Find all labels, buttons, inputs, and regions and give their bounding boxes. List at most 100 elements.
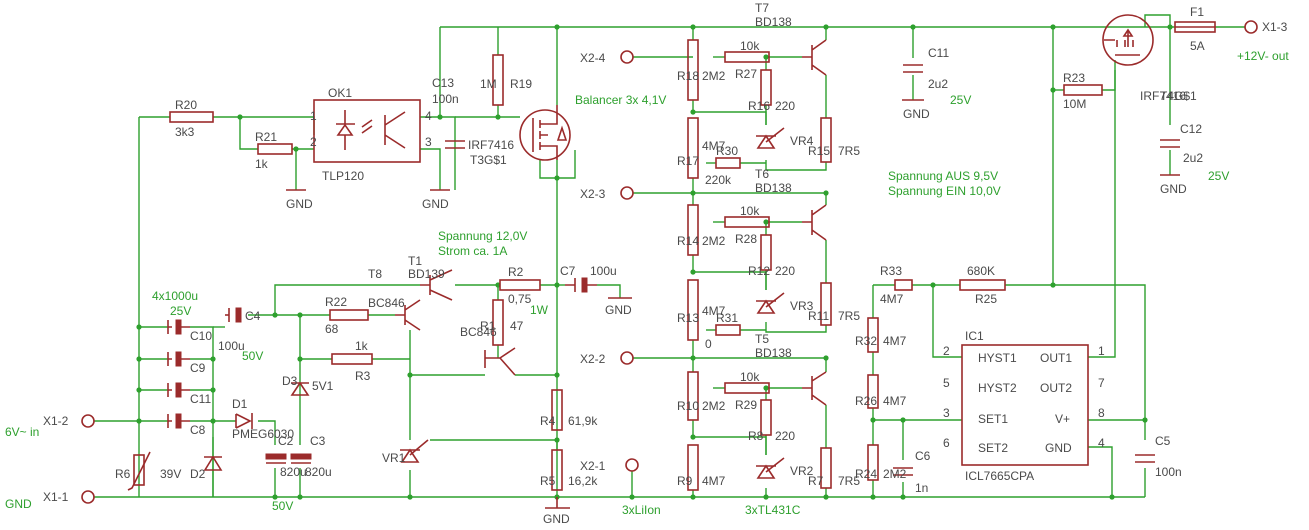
- r31-value: 0: [705, 337, 712, 351]
- r9-name: R9: [677, 474, 693, 488]
- label-x2-4: X2-4: [580, 51, 606, 65]
- r29-value: 10k: [740, 370, 760, 384]
- r20-name: R20: [175, 98, 197, 112]
- r24-value: 2M2: [883, 467, 907, 481]
- label-x2-3: X2-3: [580, 187, 606, 201]
- t8-name: T8: [368, 267, 382, 281]
- c4-value: 100u: [218, 339, 245, 353]
- r5-value: 16,2k: [568, 474, 598, 488]
- connector-pins: [81, 20, 1258, 504]
- r6-name: R6: [115, 467, 131, 481]
- r32-name: R32: [855, 334, 877, 348]
- pin-gnd: GND: [1045, 441, 1072, 455]
- label-x1-3: X1-3: [1262, 20, 1288, 34]
- d2-name: D2: [190, 467, 206, 481]
- r32-value: 4M7: [883, 334, 907, 348]
- optocoupler-ok1: [313, 99, 421, 163]
- r8-value: 220: [775, 429, 795, 443]
- r16-value: 220: [775, 99, 795, 113]
- label-gnd-left: GND: [5, 497, 32, 511]
- c12-name: C12: [1180, 122, 1202, 136]
- r25-name: R25: [975, 292, 997, 306]
- ok1-pin3: 3: [425, 135, 432, 149]
- ic1-name: IC1: [965, 329, 984, 343]
- transistors: [395, 39, 827, 406]
- c4-name: C4: [245, 309, 261, 323]
- r16-name: R16: [748, 99, 770, 113]
- gnd-ok1: GND: [286, 197, 313, 211]
- r15-name: R15: [808, 144, 830, 158]
- note-spannung12: Spannung 12,0V: [438, 229, 527, 243]
- c2-name: C2: [278, 434, 294, 448]
- note-c11-v: 25V: [950, 93, 971, 107]
- gnd-r5: GND: [543, 512, 570, 526]
- r30-name: R30: [716, 144, 738, 158]
- r18-value: 2M2: [702, 69, 726, 83]
- r10-name: R10: [677, 399, 699, 413]
- note-tl431: 3xTL431C: [745, 503, 801, 517]
- d3-value: 5V1: [312, 379, 334, 393]
- ok1-pin4: 4: [425, 109, 432, 123]
- label-ac-in: 6V~ in: [5, 425, 39, 439]
- c6-name: C6: [915, 449, 931, 463]
- label-x2-1: X2-1: [580, 459, 606, 473]
- r33-name: R33: [880, 264, 902, 278]
- r30-value: 220k: [705, 173, 732, 187]
- t1-value: BD139: [408, 267, 445, 281]
- r7-name: R7: [808, 474, 824, 488]
- vr4-name: VR4: [790, 134, 814, 148]
- r28-value: 10k: [740, 204, 760, 218]
- r15-value: 7R5: [838, 144, 860, 158]
- pin-hyst2: HYST2: [978, 381, 1017, 395]
- pin-num-6: 6: [943, 436, 950, 450]
- r24-name: R24: [855, 467, 877, 481]
- label-x1-2: X1-2: [43, 414, 69, 428]
- r21-name: R21: [255, 130, 277, 144]
- vr3-name: VR3: [790, 299, 814, 313]
- junctions: [136, 24, 1173, 500]
- d3-name: D3: [282, 374, 298, 388]
- gnd-c11: GND: [903, 107, 930, 121]
- note-c12-v: 25V: [1208, 169, 1229, 183]
- pin-out1: OUT1: [1040, 351, 1072, 365]
- c6-value: 1n: [915, 481, 928, 495]
- pin-set1: SET1: [978, 412, 1008, 426]
- r22-value: 68: [325, 322, 339, 336]
- r23-name: R23: [1063, 71, 1085, 85]
- note-strom: Strom ca. 1A: [438, 244, 507, 258]
- c11c-name: C11: [190, 392, 211, 406]
- c7-name: C7: [560, 264, 576, 278]
- ground-symbols: [286, 99, 1180, 509]
- r3-name: R3: [355, 369, 371, 383]
- r20-value: 3k3: [175, 125, 195, 139]
- pin-vp: V+: [1055, 412, 1070, 426]
- ok1-name: OK1: [328, 86, 352, 100]
- r12-value: 220: [775, 264, 795, 278]
- c8-name: C8: [190, 423, 206, 437]
- q-mid-name: IRF7416: [468, 138, 514, 152]
- r18-name: R18: [677, 69, 699, 83]
- r4-value: 61,9k: [568, 414, 598, 428]
- t6-name: T6: [755, 167, 769, 181]
- r5-name: R5: [540, 474, 556, 488]
- r22-name: R22: [325, 295, 347, 309]
- r11-name: R11: [808, 309, 829, 323]
- r14-value: 2M2: [702, 234, 726, 248]
- pin-num-5: 5: [943, 376, 950, 390]
- note-c4-v: 50V: [242, 349, 263, 363]
- pin-set2: SET2: [978, 441, 1008, 455]
- note-ein: Spannung EIN 10,0V: [888, 184, 1001, 198]
- wires: [94, 14, 1245, 498]
- d2-value: 39V: [160, 467, 181, 481]
- r27-name: R27: [735, 67, 757, 81]
- pin-num-4: 4: [1098, 436, 1105, 450]
- pin-num-3: 3: [943, 406, 950, 420]
- r25-value: 680K: [967, 264, 995, 278]
- r19-value: 1M: [480, 77, 497, 91]
- pin-out2: OUT2: [1040, 381, 1072, 395]
- gnd-c12: GND: [1160, 182, 1187, 196]
- vr2-name: VR2: [790, 464, 814, 478]
- c13-value: 100n: [432, 92, 459, 106]
- c3-value: 820u: [305, 465, 332, 479]
